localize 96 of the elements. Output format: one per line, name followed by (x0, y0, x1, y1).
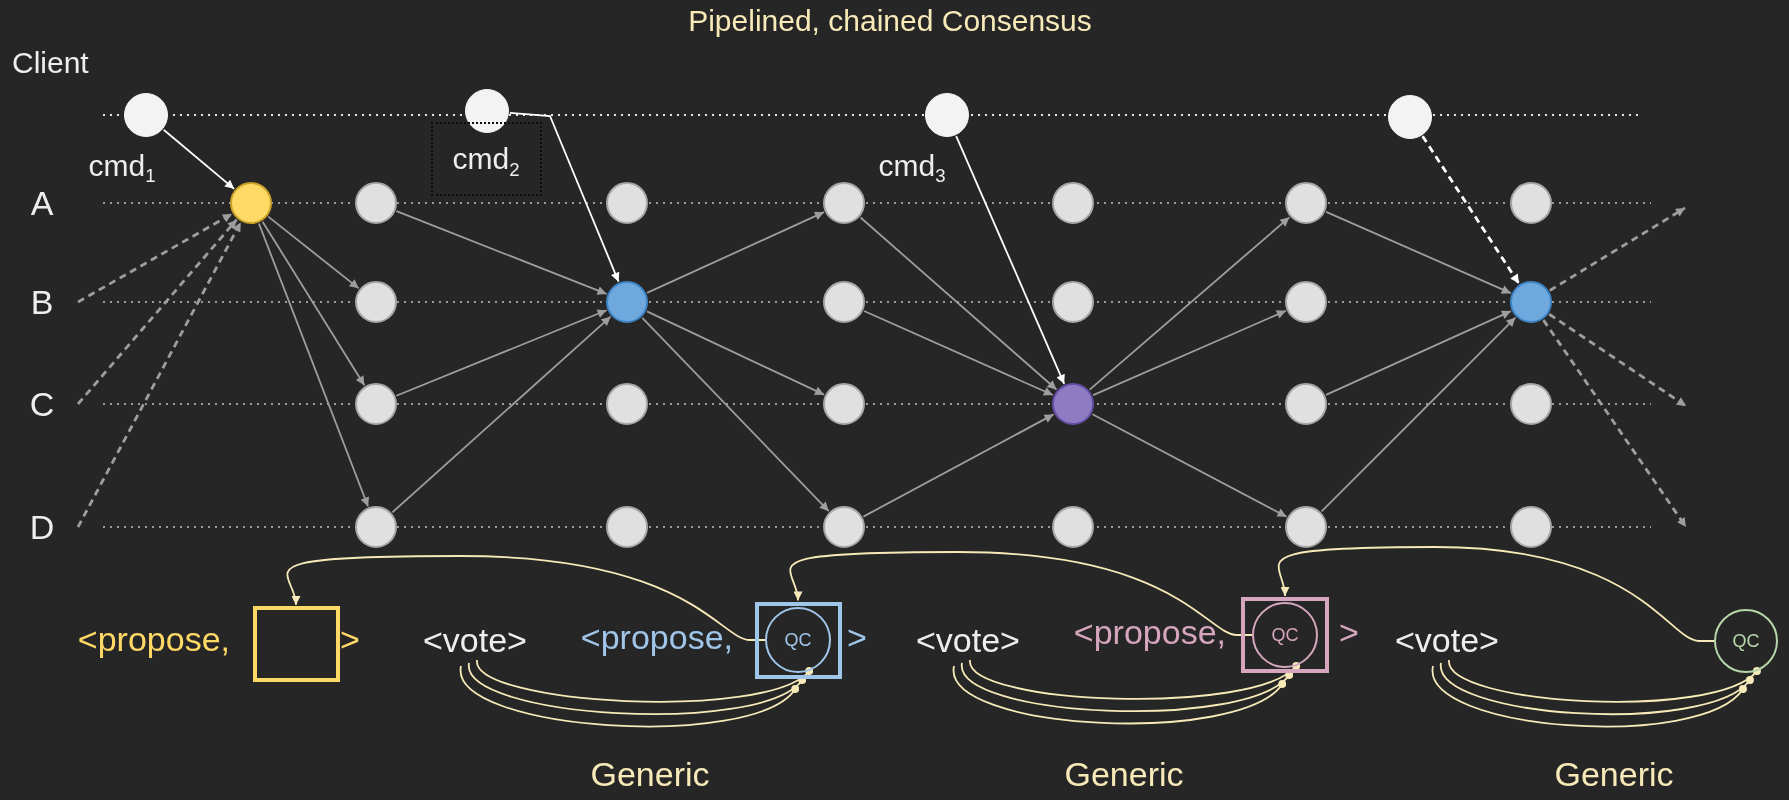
vote-message: <vote> (419, 619, 531, 661)
client-circle (124, 93, 168, 137)
qc-circle: QC (1252, 602, 1318, 668)
arrow (77, 212, 233, 304)
message-text: <propose, (77, 621, 230, 659)
label-text: Generic (1064, 757, 1184, 791)
replica-circle (823, 281, 865, 323)
arrow (789, 551, 1253, 636)
replica-circle (355, 281, 397, 323)
message-text: > (847, 619, 867, 657)
replica-circle (1052, 182, 1094, 224)
arrow (1325, 210, 1512, 295)
arrow (859, 216, 1058, 391)
arrow (863, 310, 1054, 396)
qc-circle: QC (1714, 609, 1778, 673)
leader-circle (1510, 281, 1552, 323)
arrow (862, 413, 1055, 518)
label-text: B (30, 285, 54, 319)
replica-circle (606, 182, 648, 224)
replica-circle (1052, 281, 1094, 323)
replica-circle (606, 383, 648, 425)
dotted-end-connector (961, 662, 1294, 712)
dotted-end-connector (969, 659, 1301, 700)
arrow (1325, 310, 1512, 396)
client-circle (465, 89, 509, 133)
leader-circle (230, 182, 272, 224)
arrow (1091, 413, 1288, 518)
dotted-end-connector (468, 662, 807, 716)
replica-circle (1510, 506, 1552, 548)
arrow (76, 218, 238, 405)
arrow (1092, 309, 1287, 397)
message-text: <propose, (580, 619, 733, 657)
replica-circle (1285, 281, 1327, 323)
arrow (391, 315, 612, 514)
vote-message: <vote> (912, 619, 1024, 661)
dotted-end-connector (1448, 659, 1761, 703)
replica-circle (355, 506, 397, 548)
arrow (955, 135, 1066, 385)
client-circle (925, 93, 969, 137)
proposal-box (252, 606, 340, 682)
arrow (395, 210, 608, 295)
arrow (509, 111, 620, 283)
message-text: > (340, 621, 360, 659)
client-circle (1388, 95, 1432, 139)
dotted-end-connector (460, 665, 800, 728)
replica-circle (1052, 506, 1094, 548)
replica-circle (1285, 383, 1327, 425)
arrow (641, 316, 830, 513)
arrow (646, 211, 825, 294)
replica-circle (355, 182, 397, 224)
label-text: Generic (590, 757, 710, 791)
replica-circle (823, 506, 865, 548)
label-text: A (30, 186, 54, 220)
replica-circle (1285, 506, 1327, 548)
arrow (1320, 316, 1517, 513)
proposal-box (1241, 597, 1329, 673)
label-text: Generic (1554, 757, 1674, 791)
dotted-end-connector (1432, 665, 1747, 728)
vote-message: <vote> (1391, 619, 1503, 661)
arrow (258, 222, 370, 508)
dotted-end-connector (1440, 662, 1754, 716)
replica-circle (1285, 182, 1327, 224)
qc-circle: QC (765, 607, 831, 673)
dotted-frame: cmd$_{2}$ (430, 122, 542, 196)
arrow (1548, 313, 1687, 408)
replica-circle (823, 182, 865, 224)
leader-circle (1052, 383, 1094, 425)
replica-circle (823, 383, 865, 425)
arrow (162, 128, 236, 190)
dotted-end-connector (953, 665, 1287, 725)
label-text: D (29, 510, 55, 544)
message-text: > (1339, 614, 1359, 652)
arrow (395, 309, 608, 397)
title: Pipelined, chained Consensus (688, 4, 1092, 38)
message-text: <propose, (1073, 614, 1226, 652)
arrow (1542, 319, 1688, 528)
command-label: cmd$_{3}$ (878, 148, 946, 182)
arrow (267, 215, 360, 290)
label-text: Client (12, 48, 89, 78)
arrow (76, 221, 242, 528)
replica-circle (606, 506, 648, 548)
arrow (286, 555, 766, 641)
command-label: cmd$_{1}$ (88, 148, 156, 182)
arrow (1421, 135, 1521, 285)
arrow (1277, 546, 1715, 642)
replica-circle (355, 383, 397, 425)
arrow (261, 220, 366, 387)
arrow (646, 310, 825, 396)
label-text: C (29, 387, 55, 421)
replica-circle (1510, 383, 1552, 425)
proposal-box (754, 601, 842, 679)
dotted-end-connector (476, 659, 814, 703)
leader-circle (606, 281, 648, 323)
arrow (1088, 216, 1291, 391)
arrow (1549, 206, 1686, 292)
replica-circle (1510, 182, 1552, 224)
